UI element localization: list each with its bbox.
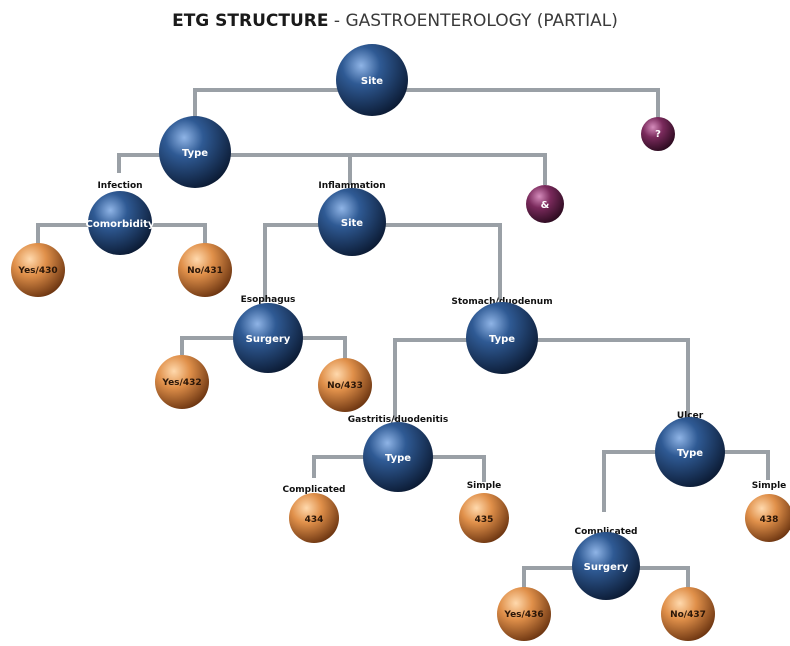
node-surgery2: Complicated Surgery bbox=[572, 527, 640, 600]
node-no431-sphere bbox=[178, 243, 232, 297]
node-no437-sphere bbox=[661, 587, 715, 641]
node-438: Simple 438 bbox=[745, 481, 790, 542]
node-type4-label: Type bbox=[677, 448, 703, 459]
node-435-label: 435 bbox=[475, 515, 494, 525]
node-no437: No/437 bbox=[661, 587, 715, 641]
node-434-sphere bbox=[289, 493, 339, 543]
arc-label-inflammation: Inflammation bbox=[318, 181, 385, 191]
node-purple-right-sphere bbox=[641, 117, 675, 151]
connector-type2 bbox=[393, 338, 690, 420]
node-yes430-sphere bbox=[11, 243, 65, 297]
node-type2: Stomach/duodenum Type bbox=[451, 297, 553, 374]
node-purple-mid-sphere bbox=[526, 185, 564, 223]
node-type-label: Type bbox=[182, 148, 208, 159]
node-purple-mid-label: & bbox=[541, 200, 550, 211]
node-yes432-label: Yes/432 bbox=[161, 378, 201, 388]
connector-type bbox=[117, 153, 547, 185]
node-root-sphere bbox=[336, 44, 408, 116]
node-type3: Gastritis/duodenitis Type bbox=[348, 415, 449, 492]
node-surgery-sphere bbox=[233, 303, 303, 373]
node-no431-label: No/431 bbox=[187, 266, 223, 276]
node-type2-sphere bbox=[466, 302, 538, 374]
node-surgery2-sphere bbox=[572, 532, 640, 600]
arc-label-complicated-gastritis: Complicated bbox=[282, 485, 345, 495]
node-purple-right: ? bbox=[641, 117, 675, 151]
arc-label-gastritis-duodenitis: Gastritis/duodenitis bbox=[348, 415, 449, 425]
title-rest: GASTROENTEROLOGY (PARTIAL) bbox=[345, 11, 617, 31]
node-no437-label: No/437 bbox=[670, 610, 706, 620]
node-surgery2-label: Surgery bbox=[584, 562, 629, 573]
node-site2-sphere bbox=[318, 188, 386, 256]
node-purple-right-label: ? bbox=[655, 129, 661, 140]
node-yes432: Yes/432 bbox=[155, 355, 209, 409]
node-purple-mid: & bbox=[526, 185, 564, 223]
arc-label-infection: Infection bbox=[97, 181, 142, 191]
node-no433-label: No/433 bbox=[327, 381, 363, 391]
node-surgery-label: Surgery bbox=[246, 334, 291, 345]
node-yes436-label: Yes/436 bbox=[503, 610, 543, 620]
node-434: Complicated 434 bbox=[282, 485, 346, 543]
node-root-label: Site bbox=[361, 76, 383, 87]
node-comorbidity-label: Comorbidity bbox=[86, 219, 155, 230]
node-type3-sphere bbox=[363, 422, 433, 492]
node-type-sphere bbox=[159, 116, 231, 188]
node-yes436-sphere bbox=[497, 587, 551, 641]
node-comorbidity-sphere bbox=[88, 191, 152, 255]
node-type4: Ulcer Type bbox=[655, 411, 725, 487]
node-site2-label: Site bbox=[341, 218, 363, 229]
arc-label-ulcer: Ulcer bbox=[677, 411, 704, 421]
node-435: Simple 435 bbox=[459, 481, 509, 543]
node-yes432-sphere bbox=[155, 355, 209, 409]
node-434-label: 434 bbox=[305, 515, 324, 525]
node-yes430: Yes/430 bbox=[11, 243, 65, 297]
node-yes430-label: Yes/430 bbox=[17, 266, 57, 276]
connectors bbox=[36, 88, 770, 592]
node-type4-sphere bbox=[655, 417, 725, 487]
node-438-sphere bbox=[745, 494, 790, 542]
arc-label-simple-gastritis: Simple bbox=[467, 481, 502, 491]
diagram-title: ETG STRUCTURE - GASTROENTEROLOGY (PARTIA… bbox=[172, 11, 618, 31]
node-no433: No/433 bbox=[318, 358, 372, 412]
node-yes436: Yes/436 bbox=[497, 587, 551, 641]
node-comorbidity: Infection Comorbidity bbox=[86, 181, 155, 255]
node-type: Type bbox=[159, 116, 231, 188]
node-435-sphere bbox=[459, 493, 509, 543]
node-type3-label: Type bbox=[385, 453, 411, 464]
arc-label-simple-ulcer: Simple bbox=[752, 481, 787, 491]
node-surgery: Esophagus Surgery bbox=[233, 295, 303, 373]
node-no431: No/431 bbox=[178, 243, 232, 297]
title-separator: - bbox=[329, 11, 346, 31]
title-bold: ETG STRUCTURE bbox=[172, 11, 328, 31]
node-root: Site bbox=[336, 44, 408, 116]
arc-label-esophagus: Esophagus bbox=[241, 295, 296, 305]
node-no433-sphere bbox=[318, 358, 372, 412]
connector-root bbox=[193, 88, 660, 128]
node-site2: Inflammation Site bbox=[318, 181, 386, 256]
node-type2-label: Type bbox=[489, 334, 515, 345]
node-438-label: 438 bbox=[760, 515, 779, 525]
